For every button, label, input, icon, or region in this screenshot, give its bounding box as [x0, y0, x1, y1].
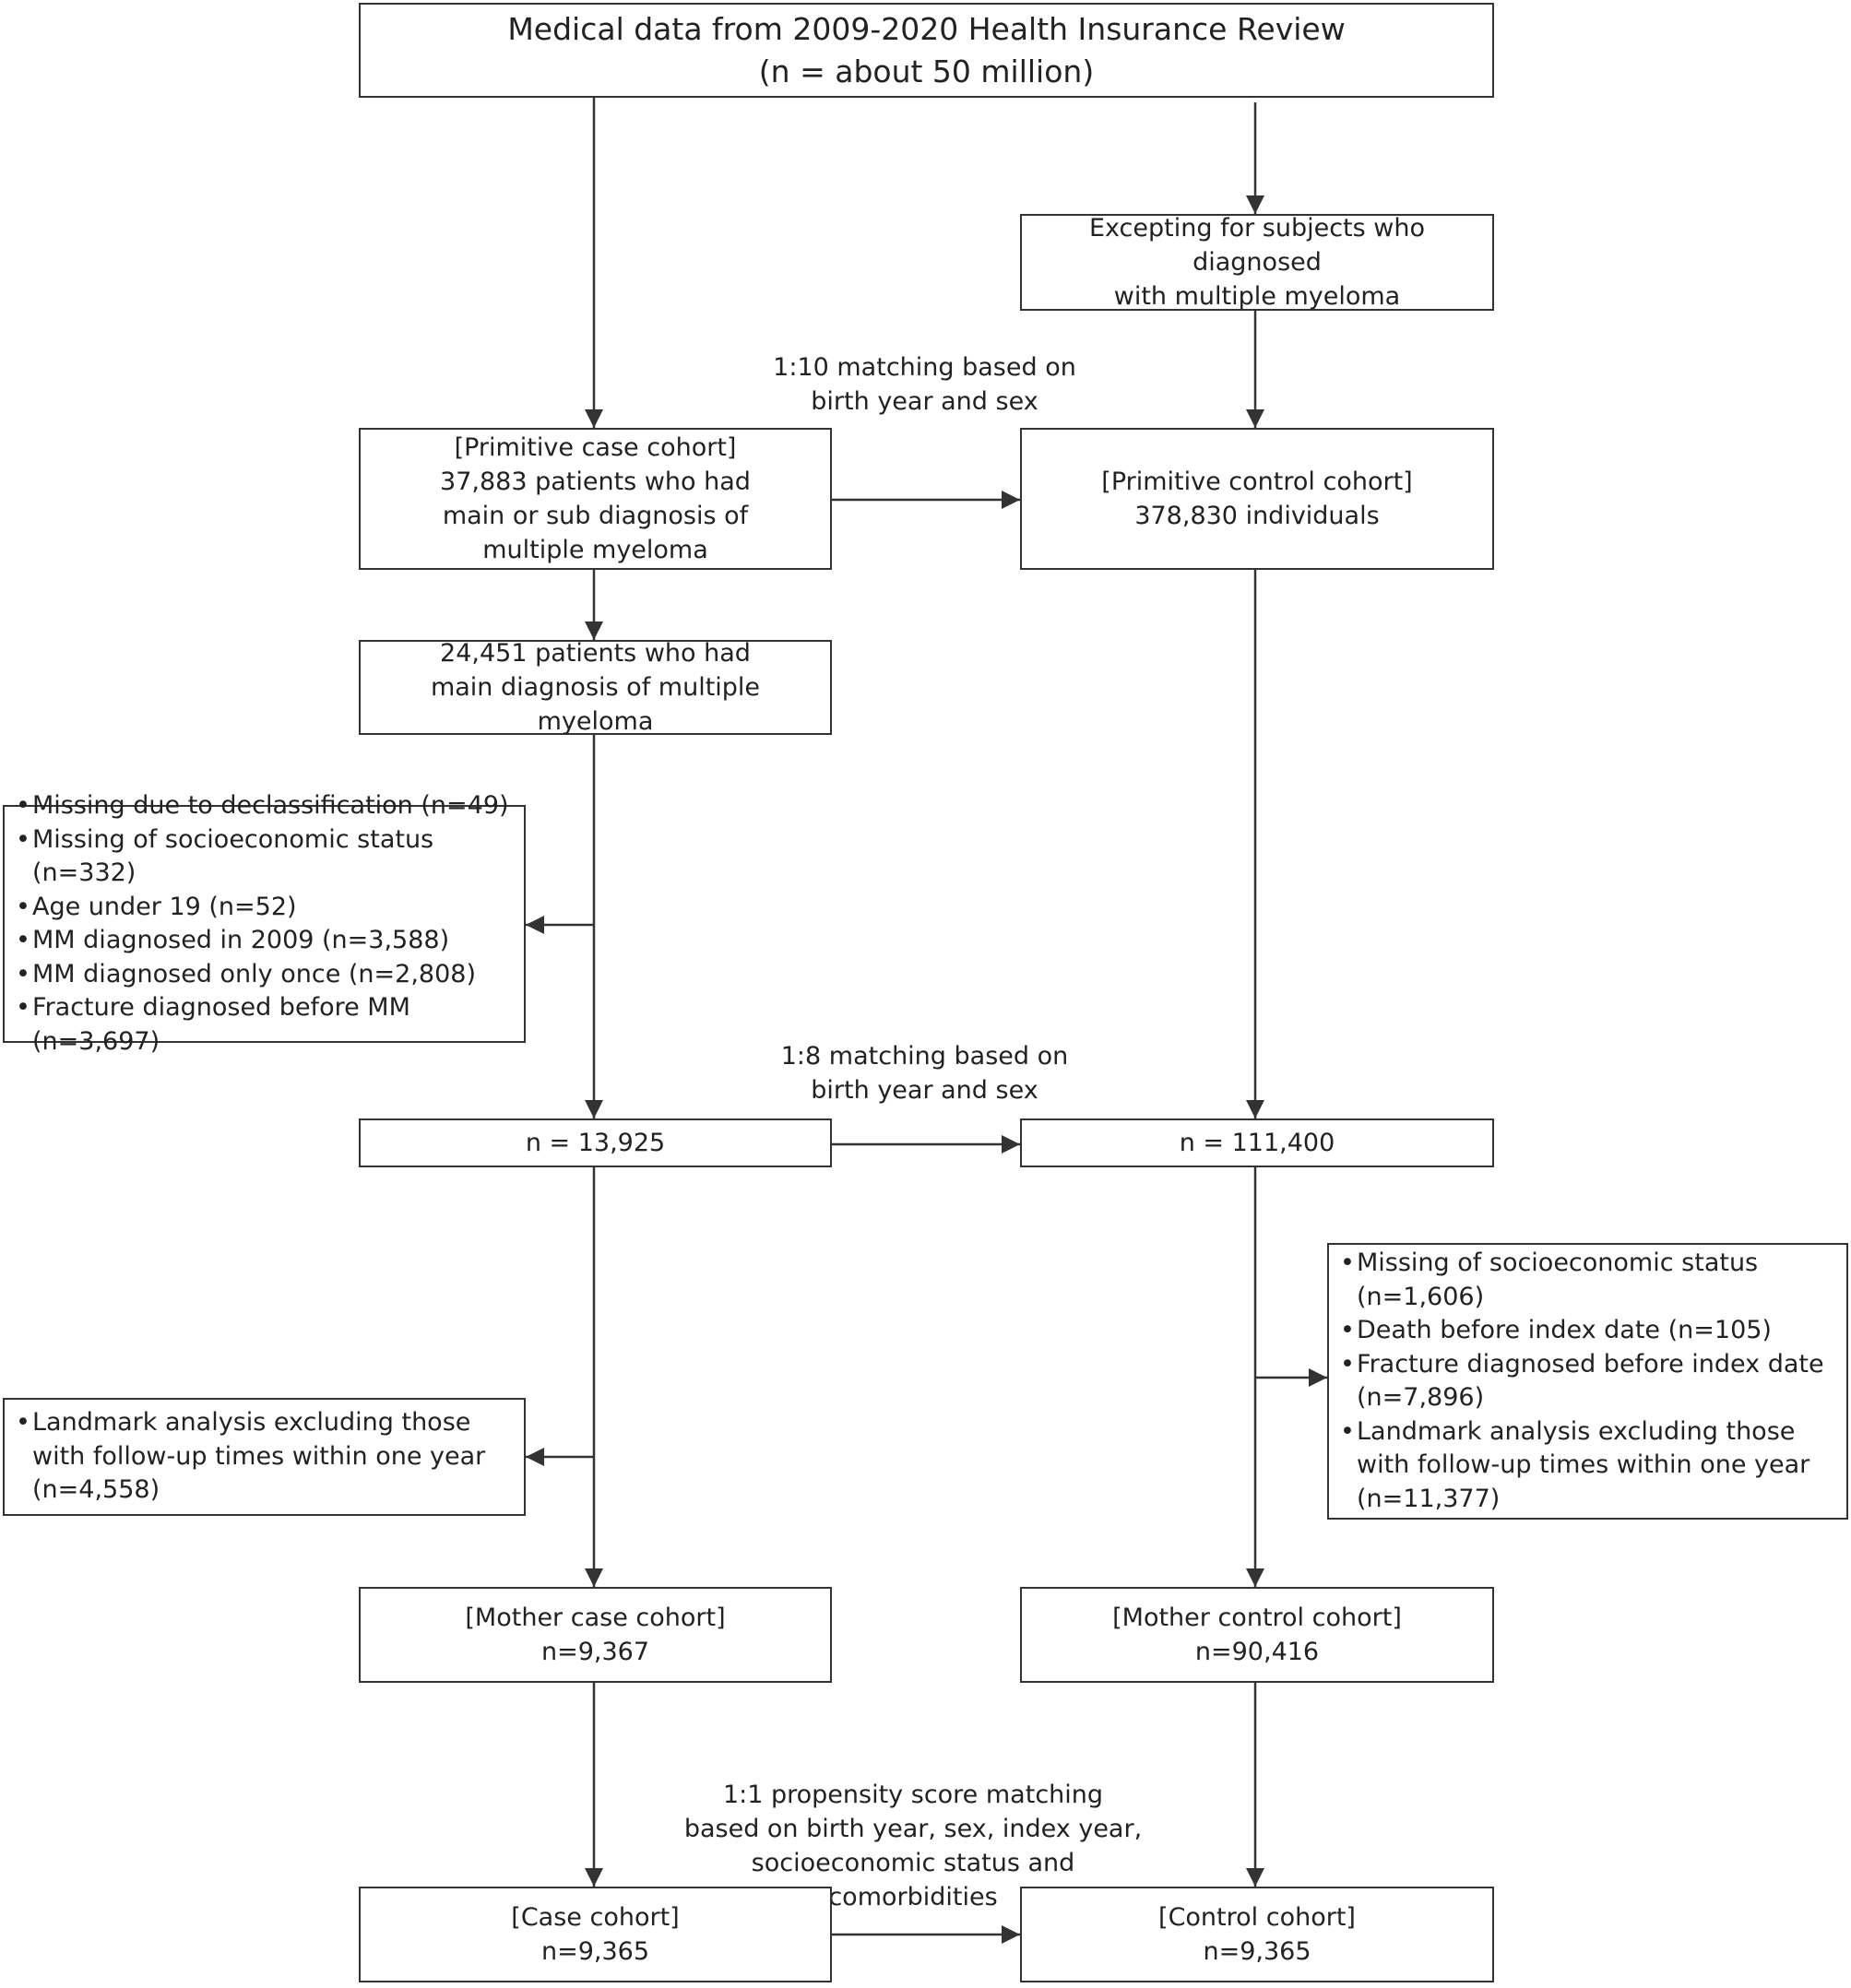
- control-exclusion-item: Fracture diagnosed before index date (n=…: [1336, 1348, 1839, 1415]
- control-exclusions-box: Missing of socioeconomic status (n=1,606…: [1327, 1243, 1848, 1520]
- case-exclusion-item: Missing due to declassification (n=49): [12, 789, 516, 823]
- case-cohort-line-1: [Case cohort]: [511, 1903, 680, 1932]
- case-exclusion-item: MM diagnosed only once (n=2,808): [12, 958, 516, 992]
- excepting-line-2: with multiple myeloma: [1113, 282, 1401, 311]
- mother-case-line-2: n=9,367: [540, 1638, 650, 1666]
- primitive-case-cohort-box: [Primitive case cohort] 37,883 patients …: [359, 428, 832, 570]
- case-landmark-box: Landmark analysis excluding those with f…: [3, 1398, 526, 1516]
- case-exclusions-list: Missing due to declassification (n=49) M…: [12, 789, 516, 1059]
- mother-control-line-2: n=90,416: [1194, 1638, 1320, 1666]
- control-n-value: n = 111,400: [1179, 1129, 1335, 1157]
- control-exclusions-list: Missing of socioeconomic status (n=1,606…: [1336, 1247, 1839, 1516]
- case-exclusions-box: Missing due to declassification (n=49) M…: [3, 789, 526, 1056]
- source-line-1: Medical data from 2009-2020 Health Insur…: [507, 10, 1346, 47]
- source-box: Medical data from 2009-2020 Health Insur…: [359, 3, 1494, 98]
- case-exclusion-item: Fracture diagnosed before MM (n=3,697): [12, 991, 516, 1059]
- excepting-box: Excepting for subjects who diagnosed wit…: [1020, 214, 1494, 311]
- primitive-case-line-3: main or sub diagnosis of: [442, 502, 749, 530]
- mother-case-line-1: [Mother case cohort]: [465, 1603, 726, 1632]
- main-diagnosis-line-2: main diagnosis of multiple myeloma: [430, 673, 761, 736]
- primitive-control-line-2: 378,830 individuals: [1134, 502, 1380, 530]
- control-exclusion-item: Landmark analysis excluding those with f…: [1336, 1415, 1839, 1517]
- case-cohort-box: [Case cohort] n=9,365: [359, 1887, 832, 1982]
- primitive-control-cohort-box: [Primitive control cohort] 378,830 indiv…: [1020, 428, 1494, 570]
- main-diagnosis-line-1: 24,451 patients who had: [440, 639, 751, 668]
- match-1-1-note: 1:1 propensity score matching based on b…: [683, 1781, 1143, 1911]
- mother-control-cohort-box: [Mother control cohort] n=90,416: [1020, 1587, 1494, 1683]
- control-exclusion-item: Death before index date (n=105): [1336, 1314, 1839, 1348]
- main-diagnosis-box: 24,451 patients who had main diagnosis o…: [359, 639, 832, 736]
- control-n-box: n = 111,400: [1020, 1118, 1494, 1167]
- primitive-control-line-1: [Primitive control cohort]: [1101, 467, 1413, 496]
- case-landmark-item: Landmark analysis excluding those with f…: [12, 1406, 485, 1508]
- case-cohort-line-2: n=9,365: [540, 1937, 650, 1966]
- control-cohort-line-1: [Control cohort]: [1158, 1903, 1356, 1932]
- primitive-case-line-4: multiple myeloma: [482, 536, 708, 564]
- control-cohort-box: [Control cohort] n=9,365: [1020, 1887, 1494, 1982]
- case-exclusion-item: Age under 19 (n=52): [12, 891, 516, 925]
- primitive-case-line-2: 37,883 patients who had: [440, 467, 751, 496]
- case-exclusion-item: MM diagnosed in 2009 (n=3,588): [12, 924, 516, 958]
- control-cohort-line-2: n=9,365: [1203, 1937, 1311, 1966]
- case-n-box: n = 13,925: [359, 1118, 832, 1167]
- case-n-value: n = 13,925: [525, 1129, 666, 1157]
- control-exclusion-item: Missing of socioeconomic status (n=1,606…: [1336, 1247, 1839, 1314]
- match-1-10-note: 1:10 matching based on birth year and se…: [773, 353, 1076, 416]
- mother-control-line-1: [Mother control cohort]: [1112, 1603, 1402, 1632]
- case-landmark-list: Landmark analysis excluding those with f…: [12, 1406, 485, 1508]
- case-exclusion-item: Missing of socioeconomic status (n=332): [12, 823, 516, 891]
- excepting-line-1: Excepting for subjects who diagnosed: [1088, 214, 1425, 277]
- source-line-2: (n = about 50 million): [758, 53, 1095, 89]
- mother-case-cohort-box: [Mother case cohort] n=9,367: [359, 1587, 832, 1683]
- match-1-8-note: 1:8 matching based on birth year and sex: [780, 1042, 1069, 1105]
- primitive-case-line-1: [Primitive case cohort]: [454, 433, 737, 462]
